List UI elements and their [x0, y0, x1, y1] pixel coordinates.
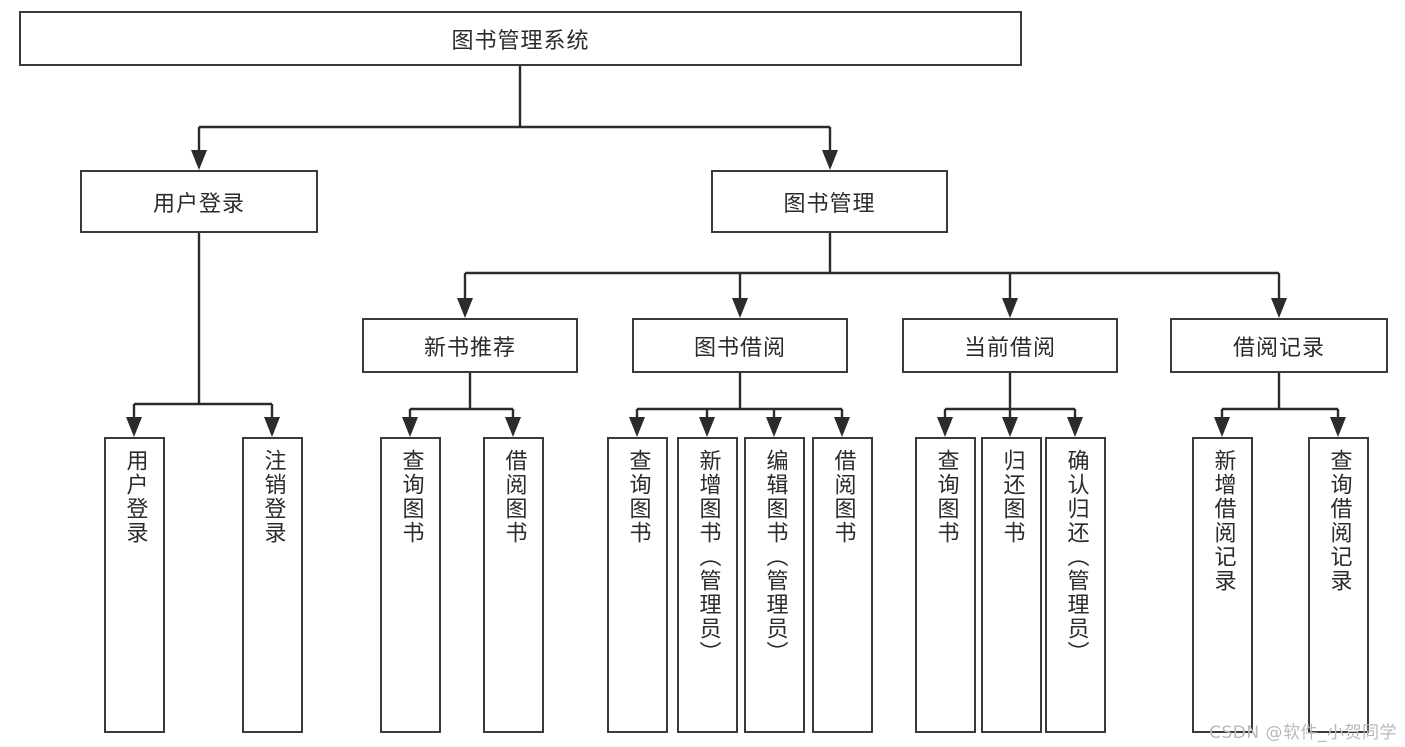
- leaf-current-query-book[interactable]: 查询图书: [915, 437, 976, 733]
- node-new-book-recommend-label: 新书推荐: [423, 335, 516, 361]
- node-current-borrow-label: 当前借阅: [963, 335, 1056, 361]
- csdn-watermark: CSDN @软件_小贺同学: [1209, 723, 1397, 743]
- leaf-record-query-record[interactable]: 查询借阅记录: [1308, 437, 1369, 733]
- node-root[interactable]: 图书管理系统: [19, 11, 1022, 66]
- node-borrow-record[interactable]: 借阅记录: [1170, 318, 1388, 373]
- leaf-current-confirm-return-admin[interactable]: 确认归还（管理员）: [1045, 437, 1106, 733]
- leaf-record-add-record[interactable]: 新增借阅记录: [1192, 437, 1253, 733]
- leaf-user-login-logout[interactable]: 注销登录: [242, 437, 303, 733]
- leaf-label: 借阅图书: [501, 449, 527, 545]
- leaf-label: 用户登录: [122, 449, 148, 545]
- leaf-current-return-book[interactable]: 归还图书: [981, 437, 1042, 733]
- node-book-management[interactable]: 图书管理: [711, 170, 948, 233]
- leaf-new-book-query[interactable]: 查询图书: [380, 437, 441, 733]
- leaf-label: 注销登录: [260, 449, 286, 545]
- node-user-login[interactable]: 用户登录: [80, 170, 318, 233]
- leaf-label: 查询借阅记录: [1326, 449, 1352, 593]
- node-book-management-label: 图书管理: [783, 191, 876, 217]
- node-root-label: 图书管理系统: [451, 28, 590, 54]
- leaf-label: 借阅图书: [830, 449, 856, 545]
- leaf-borrow-edit-book-admin[interactable]: 编辑图书（管理员）: [744, 437, 805, 733]
- leaf-label: 查询图书: [625, 449, 651, 545]
- leaf-label: 新增图书（管理员）: [695, 449, 721, 665]
- leaf-label: 查询图书: [933, 449, 959, 545]
- leaf-label: 确认归还（管理员）: [1063, 449, 1089, 665]
- node-new-book-recommend[interactable]: 新书推荐: [362, 318, 578, 373]
- leaf-borrow-borrow-book[interactable]: 借阅图书: [812, 437, 873, 733]
- leaf-borrow-query-book[interactable]: 查询图书: [607, 437, 668, 733]
- node-book-borrow-label: 图书借阅: [693, 335, 786, 361]
- leaf-label: 编辑图书（管理员）: [762, 449, 788, 665]
- node-borrow-record-label: 借阅记录: [1232, 335, 1325, 361]
- leaf-new-book-borrow[interactable]: 借阅图书: [483, 437, 544, 733]
- node-current-borrow[interactable]: 当前借阅: [902, 318, 1118, 373]
- node-book-borrow[interactable]: 图书借阅: [632, 318, 848, 373]
- leaf-label: 归还图书: [999, 449, 1025, 545]
- node-user-login-label: 用户登录: [152, 191, 245, 217]
- leaf-label: 新增借阅记录: [1210, 449, 1236, 593]
- leaf-borrow-add-book-admin[interactable]: 新增图书（管理员）: [677, 437, 738, 733]
- leaf-user-login-login[interactable]: 用户登录: [104, 437, 165, 733]
- leaf-label: 查询图书: [398, 449, 424, 545]
